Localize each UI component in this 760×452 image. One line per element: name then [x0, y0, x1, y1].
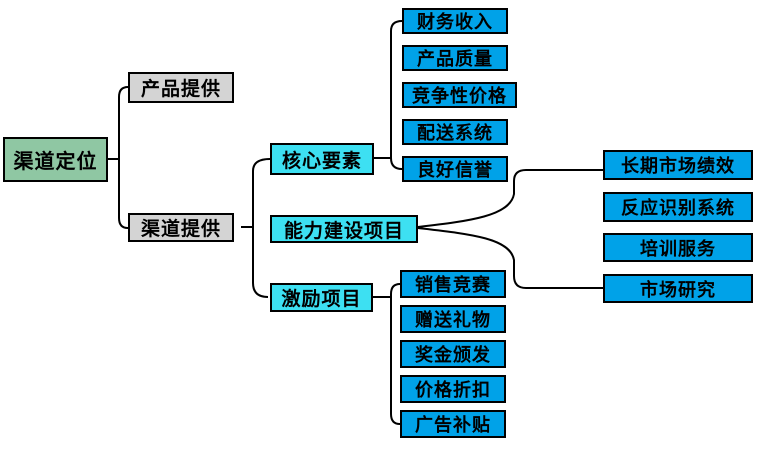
bracket-root	[118, 86, 129, 229]
fan-capacity-upper	[417, 169, 603, 228]
leaf-longterm-market-performance: 长期市场绩效	[603, 150, 753, 180]
leaf-advertising-subsidy: 广告补贴	[400, 410, 506, 438]
fan-capacity-lower	[417, 227, 603, 289]
leaf-product-quality: 产品质量	[402, 45, 508, 71]
leaf-bonus-award: 奖金颁发	[400, 340, 506, 368]
node-core-elements: 核心要素	[270, 143, 374, 175]
leaf-good-reputation: 良好信誉	[402, 156, 508, 182]
leaf-response-recognition-system: 反应识别系统	[603, 192, 753, 222]
node-product-offer: 产品提供	[128, 72, 234, 103]
node-capacity-building: 能力建设项目	[270, 215, 418, 243]
leaf-competitive-price: 竞争性价格	[402, 82, 517, 108]
leaf-gift-giving: 赠送礼物	[400, 305, 506, 333]
leaf-price-discount: 价格折扣	[400, 375, 506, 403]
leaf-financial-income: 财务收入	[402, 8, 508, 34]
leaf-training-service: 培训服务	[603, 233, 753, 262]
node-channel-offer: 渠道提供	[128, 213, 234, 242]
bracket-core	[390, 20, 403, 170]
leaf-distribution-system: 配送系统	[402, 119, 508, 145]
node-incentive-program: 激励项目	[270, 283, 373, 312]
node-channel-positioning: 渠道定位	[3, 137, 108, 182]
leaf-sales-competition: 销售竞赛	[400, 270, 506, 298]
bracket-branch	[252, 158, 271, 298]
leaf-market-research: 市场研究	[603, 274, 753, 303]
bracket-incentive	[390, 283, 401, 425]
